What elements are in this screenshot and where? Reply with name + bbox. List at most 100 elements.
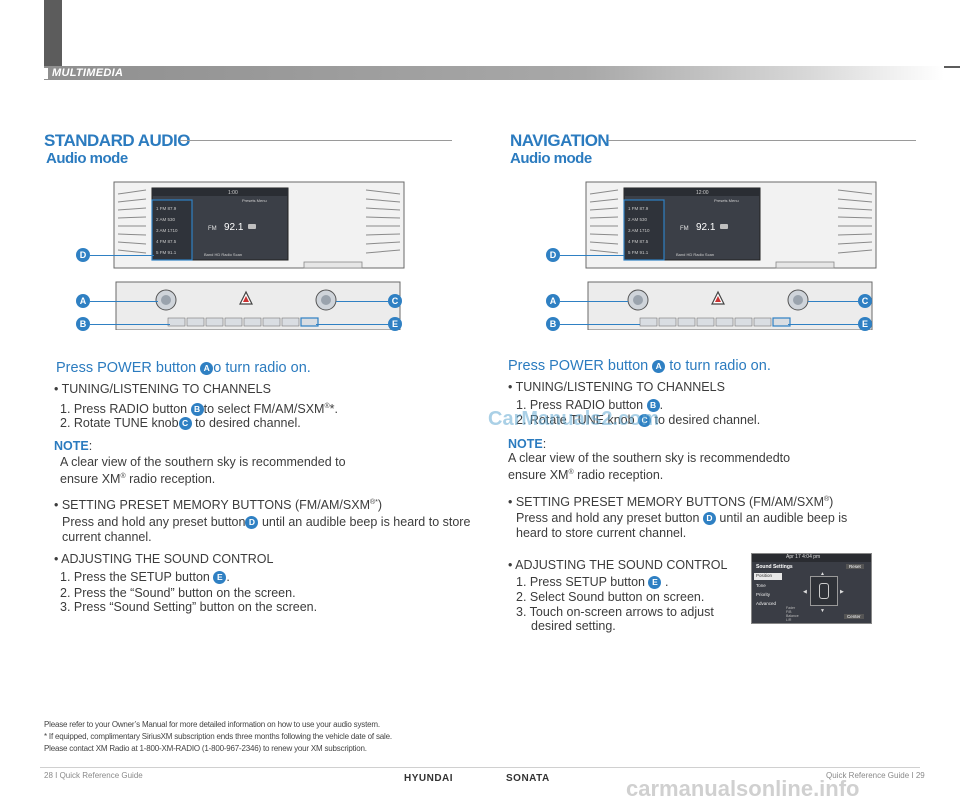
screen-car-diagram <box>810 576 838 606</box>
left-note-2-post: radio reception. <box>125 472 216 487</box>
screen-title: Sound Settings <box>756 564 793 570</box>
right-sound-1-pre: 1. Press SETUP button <box>516 575 649 589</box>
screen-fader-label: Fader <box>786 606 796 610</box>
right-note-line-1: A clear view of the southern sky is reco… <box>508 451 791 465</box>
svg-text:FM: FM <box>208 226 217 232</box>
screen-fader-labels: Fader F/B Balance L/R <box>786 606 799 622</box>
callout-b-left: B <box>76 317 90 331</box>
callout-a-right: A <box>546 294 560 308</box>
footnote-2: * If equipped, complimentary SiriusXM su… <box>44 732 392 741</box>
screen-menu-position[interactable]: Position <box>754 573 782 580</box>
callout-line-a-right <box>560 301 628 302</box>
right-preset-line-2: heard to store current channel. <box>516 526 687 540</box>
right-note-2-post: radio reception. <box>573 468 664 483</box>
right-vents <box>365 189 401 254</box>
callout-line-c-right <box>808 301 860 302</box>
svg-text:Band HD Radio Scan: Band HD Radio Scan <box>676 252 714 257</box>
svg-text:Presets Menu: Presets Menu <box>714 198 739 203</box>
callout-line-e-left <box>316 324 390 325</box>
screen-menu-advanced[interactable]: Advanced <box>756 601 777 606</box>
arrow-down-icon[interactable]: ▼ <box>820 608 825 614</box>
left-note-2-pre: ensure XM <box>60 472 121 487</box>
svg-text:4 FM 87.5: 4 FM 87.5 <box>628 239 649 244</box>
left-preset-heading: • SETTING PRESET MEMORY BUTTONS (FM/AM/S… <box>54 496 382 512</box>
footnote-3: Please contact XM Radio at 1-800-XM-RADI… <box>44 744 367 753</box>
right-lead-post: to turn radio on. <box>665 358 771 374</box>
right-lead: Press POWER button A to turn radio on. <box>508 358 771 374</box>
left-note-word: NOTE <box>54 439 89 453</box>
screen-balance-label: Balance <box>786 614 799 618</box>
svg-text:2 AM 530: 2 AM 530 <box>156 217 176 222</box>
header-strip <box>44 66 944 80</box>
preset-list-box <box>151 199 193 261</box>
screen-status-bar <box>752 554 871 562</box>
svg-text:1 FM 87.9: 1 FM 87.9 <box>628 206 649 211</box>
callout-d-left: D <box>76 248 90 262</box>
page-number-right: Quick Reference Guide I 29 <box>826 771 925 780</box>
badge-d: D <box>702 512 716 525</box>
svg-text:12:00: 12:00 <box>696 190 709 196</box>
right-sound-step-2: 2. Select Sound button on screen. <box>516 590 705 604</box>
left-tuning-1-pre: 1. Press RADIO button <box>60 402 191 417</box>
right-preset-1-post: until an audible beep is <box>715 511 848 525</box>
left-note-colon: : <box>88 439 93 453</box>
badge-d: D <box>245 516 259 529</box>
screen-menu-priority[interactable]: Priority <box>756 592 771 597</box>
header-tick <box>44 68 48 79</box>
badge-a: A <box>652 360 666 373</box>
callout-line-a-left <box>90 301 158 302</box>
section-label: MULTIMEDIA <box>52 67 124 79</box>
right-note-line-2: ensure XM® radio reception. <box>508 466 663 482</box>
left-note-line-2: ensure XM® radio reception. <box>60 470 215 486</box>
right-tuning-2-pre: 2. Rotate TUNE knob <box>516 413 639 427</box>
callout-line-b-left <box>90 324 170 325</box>
screen-center-button[interactable]: Center <box>844 614 864 619</box>
left-tuning-heading: • TUNING/LISTENING TO CHANNELS <box>54 382 271 396</box>
right-note-word: NOTE <box>508 437 543 451</box>
svg-text:5 FM 91.1: 5 FM 91.1 <box>156 250 177 255</box>
callout-c-right: C <box>858 294 872 308</box>
sound-settings-screenshot: Apr 17 4:04 pm Sound Settings Reset Posi… <box>751 553 872 624</box>
left-preset-line-2: current channel. <box>62 530 152 544</box>
cd-slot <box>303 261 363 269</box>
right-sound-1-post: . <box>661 575 669 589</box>
right-sound-step-1: 1. Press SETUP button E . <box>516 575 668 589</box>
callout-c-left: C <box>388 294 402 308</box>
right-tuning-step-1: 1. Press RADIO button B. <box>516 398 663 412</box>
left-tuning-2-post: to desired channel. <box>191 416 301 430</box>
svg-text:2 AM 530: 2 AM 530 <box>628 217 648 222</box>
left-sound-1-post: . <box>226 570 230 584</box>
left-tuning-1-end: *. <box>329 402 338 417</box>
left-tuning-1-post: to select FM/AM/SXM <box>203 402 325 417</box>
svg-text:1 FM 87.9: 1 FM 87.9 <box>156 206 177 211</box>
svg-text:4 FM 87.5: 4 FM 87.5 <box>156 239 177 244</box>
screen-fb-label: F/B <box>786 610 792 614</box>
svg-text:3 AM 1710: 3 AM 1710 <box>156 228 178 233</box>
brand-sonata: SONATA <box>506 773 550 784</box>
screen-menu-tone[interactable]: Tone <box>756 583 766 588</box>
right-preset-sup: ® <box>824 496 830 503</box>
right-sound-step-4: desired setting. <box>531 619 616 633</box>
callout-line-b-right <box>560 324 640 325</box>
left-dashboard-illustration: 1 FM 87.9 2 AM 530 3 AM 1710 4 FM 87.5 5… <box>113 181 405 330</box>
arrow-up-icon[interactable]: ▲ <box>820 571 825 577</box>
left-sound-1-pre: 1. Press the SETUP button <box>60 570 214 584</box>
left-preset-1-post: until an audible beep is heard to store <box>258 515 471 529</box>
callout-a-left: A <box>76 294 90 308</box>
svg-text:92.1: 92.1 <box>696 222 716 233</box>
screen-reset-button[interactable]: Reset <box>846 564 864 569</box>
svg-text:Presets Menu: Presets Menu <box>242 198 267 203</box>
brand-hyundai: HYUNDAI <box>404 773 454 784</box>
arrow-right-icon[interactable]: ▶ <box>840 589 844 595</box>
right-tuning-2-post: to desired channel. <box>651 413 761 427</box>
left-note-label: NOTE: <box>54 439 92 453</box>
left-vents <box>117 189 147 254</box>
left-lead-post: o turn radio on. <box>213 360 311 376</box>
arrow-left-icon[interactable]: ◀ <box>803 589 807 595</box>
svg-text:FM: FM <box>680 226 689 232</box>
screen-car-outline <box>819 583 829 599</box>
right-preset-line-1: Press and hold any preset button D until… <box>516 511 847 525</box>
